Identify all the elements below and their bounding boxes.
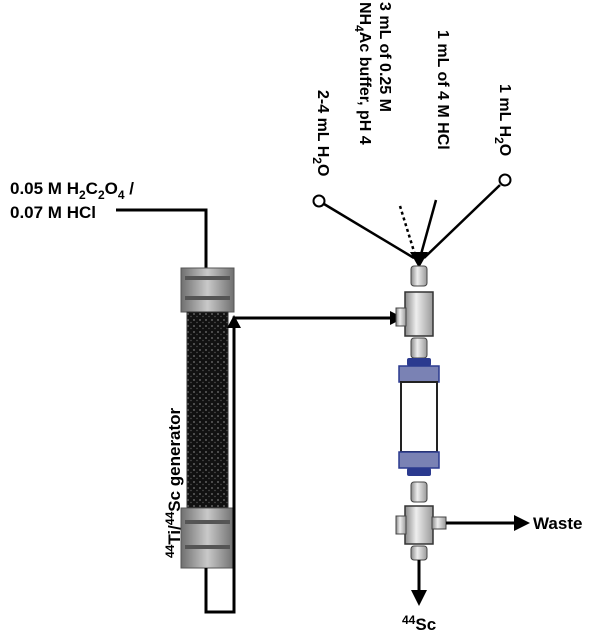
line-water-left bbox=[323, 202, 415, 260]
water-left-label: 2-4 mL H2O bbox=[310, 90, 331, 176]
generator-label: 44Ti/44Sc generator bbox=[163, 407, 184, 558]
buffer-label-line1: 3 mL of 0.25 M bbox=[376, 2, 393, 112]
waste-arrow bbox=[514, 515, 530, 531]
generator-bottom-cap bbox=[180, 507, 235, 569]
line-water-right bbox=[423, 184, 501, 259]
buffer-label-line2: NH4Ac buffer, pH 4 bbox=[352, 2, 373, 145]
eluent-label-line1: 0.05 M H2C2O4 / bbox=[10, 179, 134, 202]
generator-resin-body bbox=[186, 311, 229, 509]
generator-outlet-line bbox=[204, 316, 390, 614]
port-water-right bbox=[498, 173, 512, 187]
line-hcl bbox=[418, 199, 438, 259]
lower-valve bbox=[395, 481, 447, 561]
generator-top-cap bbox=[180, 267, 235, 313]
arrow-into-top-fitting bbox=[410, 252, 428, 268]
eluent-label-line2: 0.07 M HCl bbox=[10, 203, 96, 222]
upper-valve bbox=[395, 265, 434, 359]
product-label: 44Sc bbox=[402, 613, 436, 634]
arrow-up-loop bbox=[227, 315, 241, 328]
waste-label: Waste bbox=[533, 514, 582, 533]
water-right-label: 1 mL H2O bbox=[492, 84, 513, 156]
eluent-inlet-line bbox=[116, 208, 208, 268]
port-water-left bbox=[312, 194, 326, 208]
generator-column bbox=[180, 267, 235, 569]
hcl-label: 1 mL of 4 M HCl bbox=[434, 30, 451, 150]
purification-cartridge bbox=[398, 358, 440, 476]
product-arrow bbox=[411, 590, 427, 606]
